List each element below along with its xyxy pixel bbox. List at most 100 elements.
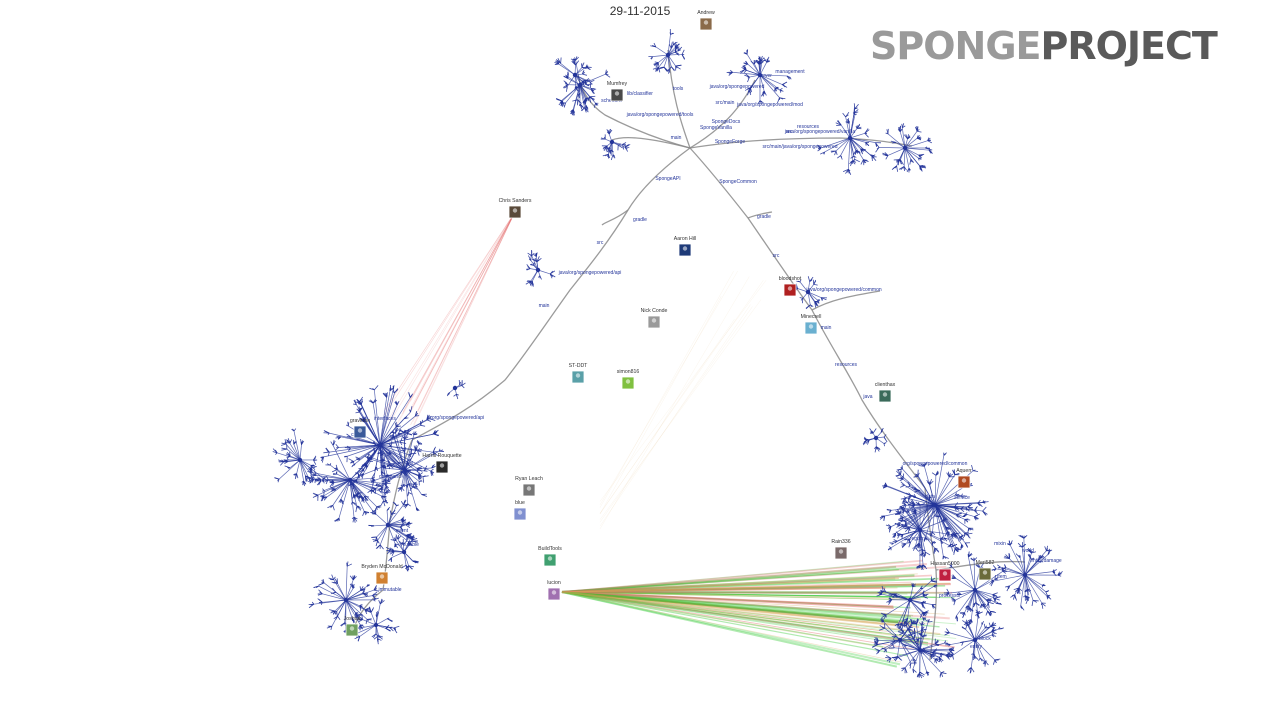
branch-line bbox=[689, 137, 913, 149]
directory-label: util bbox=[407, 461, 413, 467]
directory-label: SpongeForge bbox=[715, 139, 746, 145]
directory-label: src/main/java/org/spongepowered bbox=[762, 144, 837, 150]
user-name: blue bbox=[515, 500, 525, 506]
user-name: Joshua bbox=[344, 616, 361, 622]
directory-label: mutable bbox=[401, 542, 419, 548]
branch-line bbox=[354, 589, 384, 626]
directory-label: SpongeDocs bbox=[712, 119, 741, 125]
file-cluster bbox=[944, 609, 1005, 674]
directory-label: entity bbox=[970, 644, 982, 650]
user-name: simon816 bbox=[617, 369, 640, 375]
directory-label: gradle bbox=[757, 214, 771, 220]
user-name: Ryan Leach bbox=[515, 476, 543, 482]
directory-label: mixin bbox=[994, 541, 1006, 547]
branch-line bbox=[601, 209, 629, 226]
file-cluster bbox=[385, 534, 419, 572]
logo-text-sponge: SPONGE bbox=[870, 24, 1041, 68]
file-cluster bbox=[446, 379, 466, 400]
directory-label: src bbox=[597, 240, 604, 246]
logo-text-project: PROJECT bbox=[1040, 24, 1217, 68]
file-cluster bbox=[887, 495, 958, 571]
branch-line bbox=[667, 49, 691, 149]
directory-label: immutable bbox=[378, 587, 401, 593]
directory-label: SpongeVanilla bbox=[700, 125, 732, 131]
directory-label: item bbox=[997, 574, 1006, 580]
user-avatar-icon: Rain336 bbox=[831, 539, 851, 560]
directory-label: resources bbox=[797, 124, 819, 130]
user-avatar-icon: gravitron bbox=[350, 418, 370, 439]
user-name: Mumfrey bbox=[607, 81, 628, 87]
user-avatar-icon: Aquerr bbox=[956, 468, 972, 489]
user-avatar-icon: Harris Rouquette bbox=[422, 453, 462, 474]
user-avatar-icon: Andrew bbox=[697, 10, 715, 31]
branch-line bbox=[811, 290, 881, 311]
file-cluster bbox=[648, 29, 686, 74]
file-cluster bbox=[872, 617, 927, 669]
directory-label: management bbox=[775, 69, 805, 75]
file-cluster bbox=[600, 128, 631, 161]
file-cluster bbox=[525, 250, 556, 287]
user-name: Hassan5000 bbox=[930, 561, 959, 567]
directory-label: data bbox=[925, 494, 935, 500]
directory-label: command bbox=[379, 474, 401, 480]
directory-label: java/org/spongepowered bbox=[709, 84, 765, 90]
directory-label: resources bbox=[835, 362, 857, 368]
user-avatar-icon: simon816 bbox=[617, 369, 640, 390]
user-avatar-icon: Bryden McDonald bbox=[361, 564, 403, 585]
user-avatar-icon: ST-DDT bbox=[569, 363, 588, 384]
branch-line bbox=[689, 147, 926, 489]
user-avatar-icon: Ryan Leach bbox=[515, 476, 543, 497]
user-name: Aquerr bbox=[956, 468, 972, 474]
file-cluster bbox=[307, 439, 391, 523]
user-avatar-icon: Mumfrey bbox=[607, 81, 628, 102]
user-avatar-icon: Meri582 bbox=[976, 560, 995, 581]
user-avatar-icon: Nick Conde bbox=[641, 308, 668, 329]
user-name: bloodshot bbox=[779, 276, 802, 282]
directory-label: registry bbox=[910, 536, 927, 542]
directory-label: block bbox=[979, 636, 991, 642]
user-avatar-icon: Joshua bbox=[344, 616, 361, 637]
directory-label: main bbox=[671, 135, 682, 141]
user-avatar-icon: bloodshot bbox=[779, 276, 802, 297]
user-avatar-icon: lucion bbox=[547, 580, 561, 601]
directory-label: processor bbox=[939, 593, 961, 599]
directory-label: src/main bbox=[716, 100, 735, 106]
user-avatar-icon: Chris Sanders bbox=[499, 198, 532, 219]
user-name: gravitron bbox=[350, 418, 370, 424]
file-cluster bbox=[792, 276, 828, 310]
file-cluster bbox=[554, 57, 595, 99]
user-avatar-icon: Aaron Hill bbox=[674, 236, 696, 257]
directory-label: java/org/spongepowered/mod bbox=[736, 102, 803, 108]
directory-label: src bbox=[786, 129, 793, 135]
directory-label: tools bbox=[673, 86, 684, 92]
branch-line bbox=[611, 136, 691, 149]
directory-label: entity/damage bbox=[1030, 558, 1062, 564]
file-cluster bbox=[876, 576, 938, 629]
directory-label: java/org/spongepowered/api bbox=[558, 270, 622, 276]
file-cluster bbox=[272, 428, 327, 487]
directory-label: java/org/spongepowered/tools bbox=[626, 112, 694, 118]
user-name: Chris Sanders bbox=[499, 198, 532, 204]
directory-label: interfaces bbox=[374, 416, 396, 422]
file-cluster bbox=[726, 49, 792, 105]
user-avatar-icon: blue bbox=[513, 500, 527, 521]
user-avatar-icon: BuildTools bbox=[538, 546, 562, 567]
user-name: clienthax bbox=[875, 382, 896, 388]
directory-label: java/org/spongepowered/vanilla bbox=[784, 129, 856, 135]
sponge-project-logo: SPONGEPROJECT bbox=[870, 24, 1218, 68]
user-name: lucion bbox=[547, 580, 561, 586]
file-cluster bbox=[352, 598, 400, 645]
file-cluster bbox=[862, 427, 888, 453]
user-name: Minecrell bbox=[801, 314, 822, 320]
user-name: BuildTools bbox=[538, 546, 562, 552]
directory-label: SpongeCommon bbox=[719, 179, 757, 185]
user-name: Rain336 bbox=[831, 539, 850, 545]
directory-label: src bbox=[773, 253, 780, 259]
file-cluster bbox=[875, 123, 933, 173]
date-label: 29-11-2015 bbox=[609, 4, 671, 18]
user-name: Meri582 bbox=[976, 560, 995, 566]
directory-label: SpongeAPI bbox=[655, 176, 680, 182]
directory-label: org/spongepowered/common bbox=[903, 461, 968, 467]
file-cluster bbox=[816, 103, 881, 175]
